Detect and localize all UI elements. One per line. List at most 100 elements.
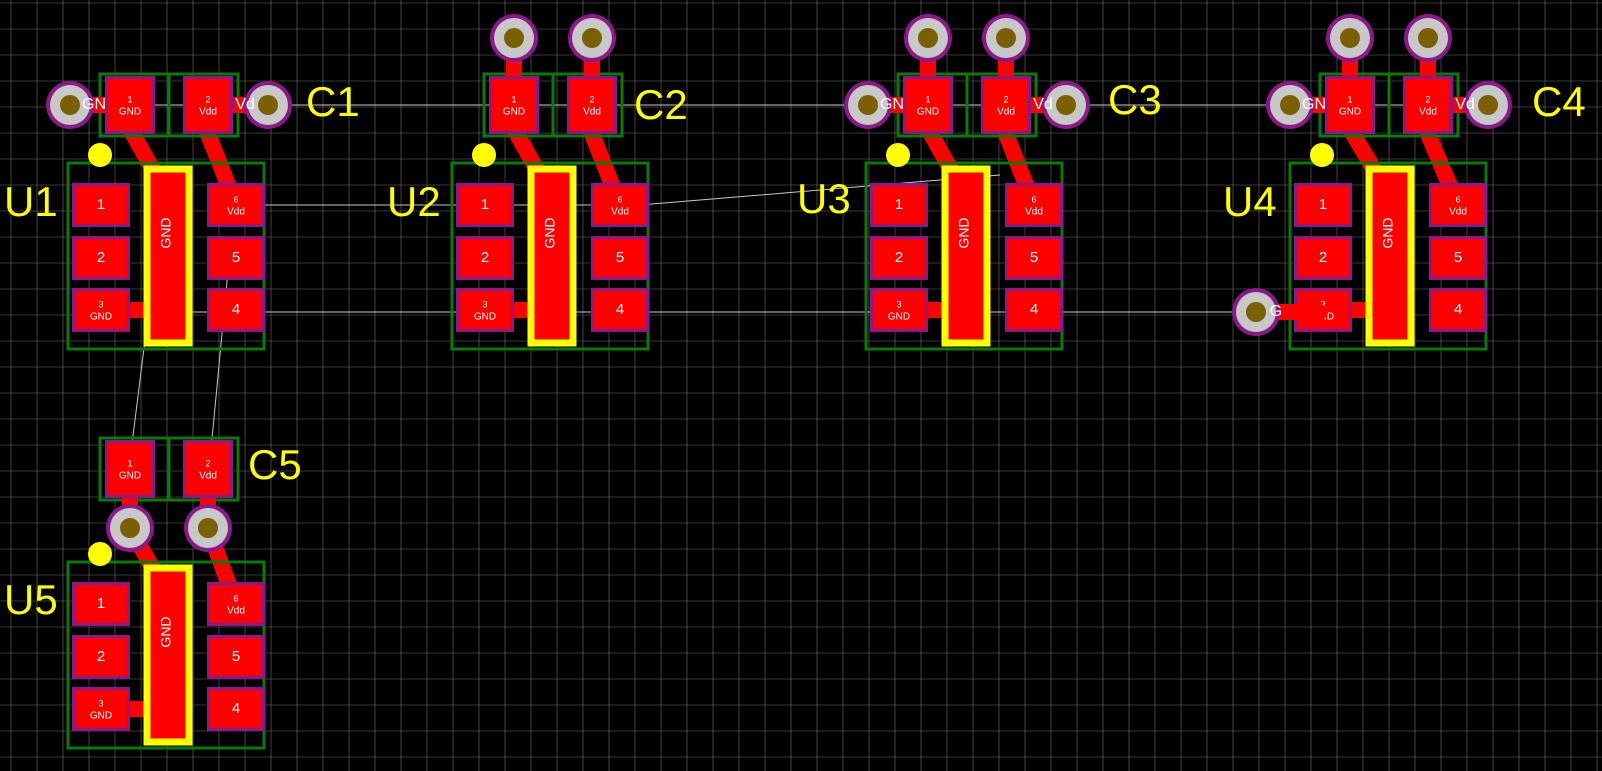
pad-2[interactable] [459, 239, 511, 277]
silkscreen-box [527, 165, 577, 347]
pad-3-number: 3 [482, 299, 487, 309]
pad-6-number: 6 [1455, 194, 1460, 204]
pad-2[interactable] [570, 79, 614, 131]
pad-6[interactable] [1432, 186, 1484, 224]
pad-5-number: 5 [1030, 249, 1038, 266]
pad-5-number: 5 [232, 249, 240, 266]
pad-1-net: GND [119, 471, 141, 482]
pad-5[interactable] [210, 638, 262, 676]
pad-3-number: 3 [98, 299, 103, 309]
pad-5-number: 5 [1454, 249, 1462, 266]
gnd-via-top-hole [918, 28, 938, 48]
exposed-pad [1370, 171, 1408, 343]
pad-2[interactable] [1297, 239, 1349, 277]
pad-4[interactable] [210, 291, 262, 329]
via-net-label: Vd [1033, 96, 1053, 113]
pad-1[interactable] [75, 186, 127, 224]
pad-5[interactable] [594, 239, 646, 277]
pin1-marker [886, 143, 910, 167]
via-net-label: Vd [235, 96, 255, 113]
pad-2-net: Vdd [199, 107, 217, 118]
pad-2[interactable] [186, 79, 230, 131]
pad-2[interactable] [984, 79, 1028, 131]
pad-5[interactable] [210, 239, 262, 277]
refdes-label: U5 [4, 576, 58, 623]
pad-6-number: 6 [1031, 194, 1036, 204]
pad-1[interactable] [1328, 79, 1372, 131]
pin1-marker [472, 143, 496, 167]
pad-2[interactable] [75, 638, 127, 676]
ratsnest-line [639, 174, 1001, 206]
pad-6[interactable] [210, 186, 262, 224]
pad-1[interactable] [108, 443, 152, 495]
pad-1[interactable] [906, 79, 950, 131]
vdd-via-top-hole [582, 28, 602, 48]
pad-4[interactable] [1432, 291, 1484, 329]
bar-net-label: GND [956, 217, 972, 248]
pad-5[interactable] [1432, 239, 1484, 277]
pad-2-number: 2 [481, 249, 489, 266]
pad-6-number: 6 [233, 194, 238, 204]
pad-1[interactable] [459, 186, 511, 224]
pad-1[interactable] [75, 585, 127, 623]
pad-4-number: 4 [1030, 301, 1038, 318]
pad-5[interactable] [1008, 239, 1060, 277]
refdes-label: C2 [634, 81, 688, 128]
pad-1-number: 1 [97, 595, 105, 612]
pad-6[interactable] [594, 186, 646, 224]
pad-2-number: 2 [589, 94, 594, 104]
pad-3[interactable] [75, 690, 127, 728]
pad-1-net: GND [119, 107, 141, 118]
pad-2[interactable] [186, 443, 230, 495]
pad-3-net: GND [474, 312, 496, 323]
pad-6[interactable] [1008, 186, 1060, 224]
bar-net-label: GND [158, 217, 174, 248]
pad-1[interactable] [108, 79, 152, 131]
ratsnest-line [209, 249, 231, 461]
silkscreen-box [143, 564, 193, 746]
pad-2-number: 2 [97, 249, 105, 266]
pad-1[interactable] [1297, 186, 1349, 224]
exposed-pad [148, 570, 186, 742]
extra-gnd-via[interactable]: G [1232, 288, 1328, 336]
pad-4-number: 4 [1454, 301, 1462, 318]
pad-2[interactable] [873, 239, 925, 277]
pad-4[interactable] [1008, 291, 1060, 329]
pad-2-number: 2 [1425, 94, 1430, 104]
pad-2[interactable] [75, 239, 127, 277]
pad-6-net: Vdd [1025, 207, 1043, 218]
pad-2-net: Vdd [583, 107, 601, 118]
refdes-label: U2 [387, 178, 441, 225]
pad-4[interactable] [594, 291, 646, 329]
pad-2[interactable] [1406, 79, 1450, 131]
pad-4[interactable] [210, 690, 262, 728]
pad-4-number: 4 [616, 301, 624, 318]
refdes-label: C4 [1532, 78, 1586, 125]
pad-3[interactable] [873, 291, 925, 329]
refdes-label: C3 [1108, 76, 1162, 123]
pad-1-number: 1 [895, 196, 903, 213]
pad-2-net: Vdd [997, 107, 1015, 118]
pad-1[interactable] [873, 186, 925, 224]
pad-6[interactable] [210, 585, 262, 623]
pad-1[interactable] [492, 79, 536, 131]
pad-3[interactable] [459, 291, 511, 329]
pad-2-net: Vdd [1419, 107, 1437, 118]
pad-3[interactable] [75, 291, 127, 329]
pad-1-number: 1 [127, 458, 132, 468]
pad-3-net: GND [90, 711, 112, 722]
pad-3-number: 3 [1320, 299, 1325, 309]
pin1-marker [88, 542, 112, 566]
